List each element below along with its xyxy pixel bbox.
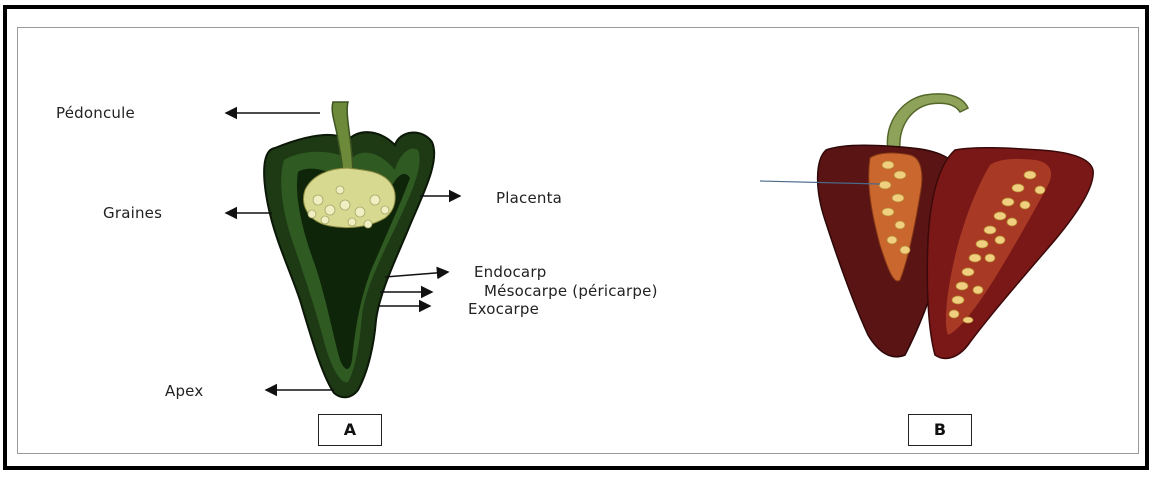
label-mesocarpe: Mésocarpe (péricarpe) — [484, 282, 658, 300]
label-endocarp: Endocarp — [474, 263, 546, 281]
pepper-b-illustration — [760, 94, 1093, 358]
label-graines: Graines — [103, 204, 162, 222]
endocarp-arrow — [385, 272, 448, 277]
label-apex: Apex — [165, 382, 203, 400]
label-placenta: Placenta — [496, 189, 562, 207]
panel-a-label: A — [318, 414, 382, 446]
label-pedoncule: Pédoncule — [56, 104, 135, 122]
label-exocarpe: Exocarpe — [468, 300, 539, 318]
pepper-a-illustration — [264, 102, 434, 397]
panel-b-label: B — [908, 414, 972, 446]
pepper-b-stem — [887, 94, 968, 150]
